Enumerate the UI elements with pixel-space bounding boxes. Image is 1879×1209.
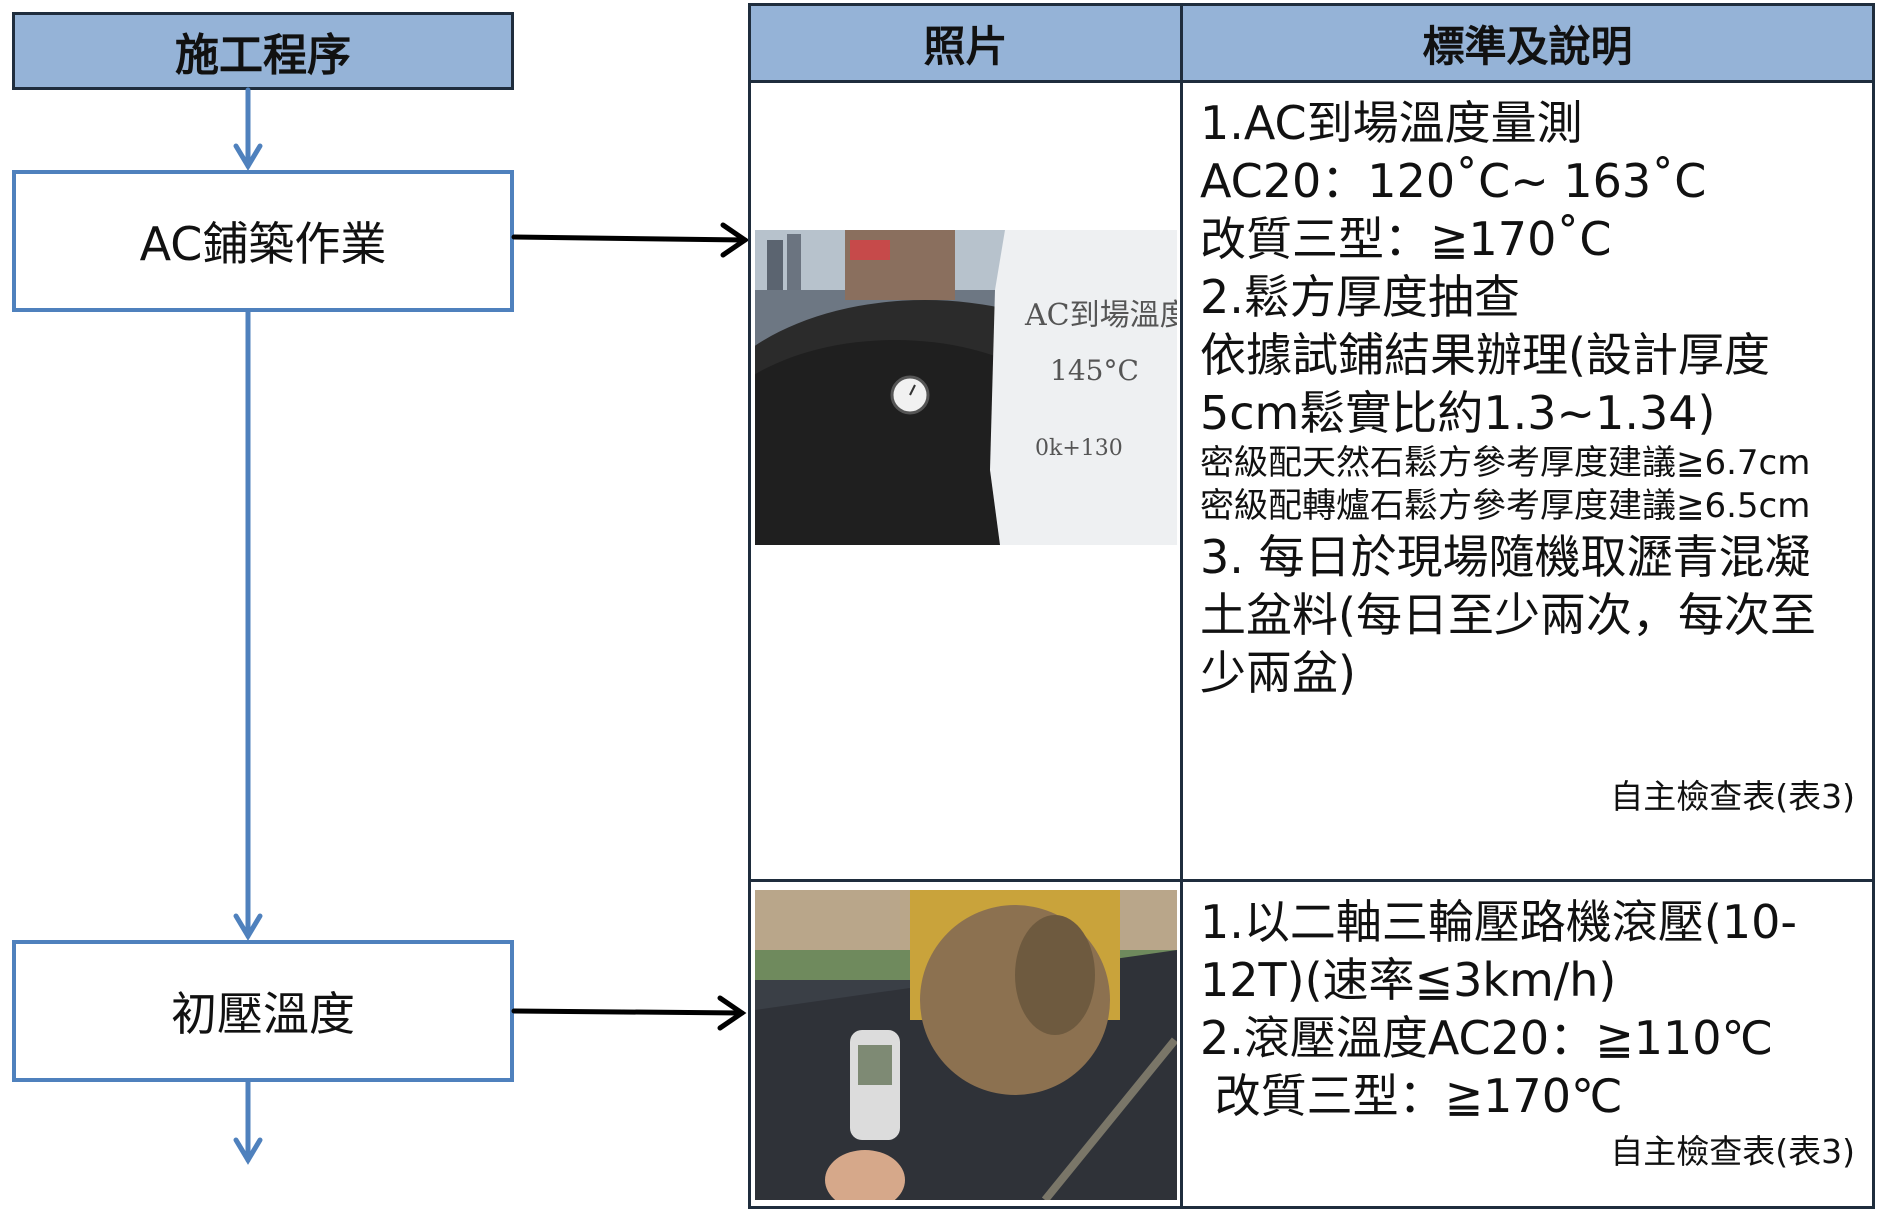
table-header-photo: 照片 xyxy=(748,3,1183,83)
arrow-down-2-head xyxy=(233,913,263,941)
arrow-right-2-head xyxy=(717,995,747,1031)
row1-checklist-note: 自主檢查表(表3) xyxy=(1610,777,1855,816)
row1-small-line-2: 密級配轉爐石鬆方參考厚度建議≧6.5cm xyxy=(1200,486,1811,526)
flow-header: 施工程序 xyxy=(12,12,514,90)
photo-note-station: 0k+130 xyxy=(1035,436,1123,461)
row2-line-3: 2.滾壓溫度AC20：≧110℃ xyxy=(1200,1011,1774,1065)
table-cell-standard-2 xyxy=(1180,879,1875,1209)
arrow-down-1-head xyxy=(233,143,263,171)
standard-text-row2: 1.以二軸三輪壓路機滾壓(10- 12T)(速率≦3km/h) 2.滾壓溫度AC… xyxy=(1200,893,1870,1125)
row1-line-6: 5cm鬆實比約1.3~1.34) xyxy=(1200,386,1716,440)
row1-line-4: 2.鬆方厚度抽查 xyxy=(1200,270,1520,324)
arrow-right-2 xyxy=(511,1008,745,1016)
row1-line-1: 1.AC到場溫度量測 xyxy=(1200,96,1583,150)
row2-line-4: 改質三型：≧170℃ xyxy=(1200,1069,1623,1123)
row1-small-line-1: 密級配天然石鬆方參考厚度建議≧6.7cm xyxy=(1200,443,1811,483)
row1-line-2: AC20：120˚C~ 163˚C xyxy=(1200,154,1707,208)
photo-roller-compaction xyxy=(755,890,1177,1200)
arrow-down-3-head xyxy=(233,1137,263,1165)
row1-line-3: 改質三型：≧170˚C xyxy=(1200,212,1612,266)
arrow-right-1 xyxy=(511,234,748,243)
row2-line-2: 12T)(速率≦3km/h) xyxy=(1200,953,1617,1007)
row1-line-8: 土盆料(每日至少兩次，每次至 xyxy=(1200,588,1816,642)
arrow-right-1-head xyxy=(720,222,750,258)
photo-note-temp: 145°C xyxy=(1050,354,1139,387)
row1-line-7: 3. 每日於現場隨機取瀝青混凝 xyxy=(1200,530,1811,584)
table-cell-standard-1 xyxy=(1180,80,1875,882)
row2-checklist-note: 自主檢查表(表3) xyxy=(1610,1132,1855,1171)
standard-text-row1: 1.AC到場溫度量測 AC20：120˚C~ 163˚C 改質三型：≧170˚C… xyxy=(1200,94,1870,702)
row1-line-5: 依據試鋪結果辦理(設計厚度 xyxy=(1200,328,1770,382)
photo-asphalt-temperature: AC到場溫度 145°C 0k+130 xyxy=(755,230,1177,545)
flow-step-initial-compaction-temp: 初壓溫度 xyxy=(12,940,514,1082)
row1-line-9: 少兩盆) xyxy=(1200,646,1356,700)
table-header-standard: 標準及說明 xyxy=(1180,3,1875,83)
photo-note-title: AC到場溫度 xyxy=(1024,298,1177,333)
row2-line-1: 1.以二軸三輪壓路機滾壓(10- xyxy=(1200,895,1797,949)
flow-step-ac-paving: AC鋪築作業 xyxy=(12,170,514,312)
